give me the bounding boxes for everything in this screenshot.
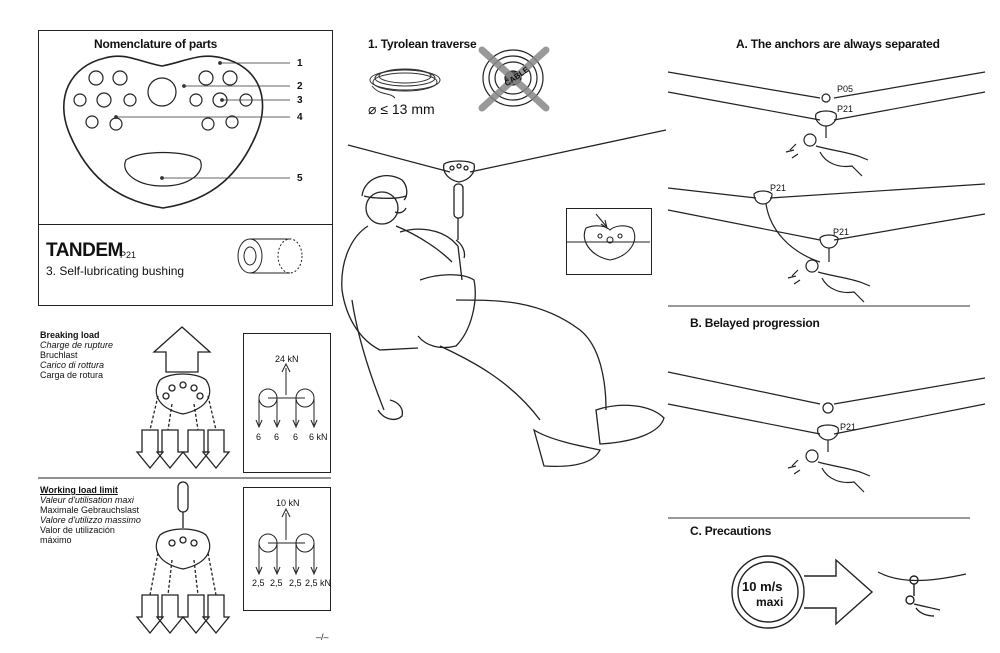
rope-diameter: ⌀ ≤ 13 mm	[368, 101, 435, 117]
part-number-2: 2	[297, 81, 303, 92]
section-a-title: A. The anchors are always separated	[736, 37, 940, 51]
breaking-load-label: Breaking load	[40, 330, 100, 340]
wll-de: Maximale Gebrauchslast	[40, 505, 140, 515]
breaking-load-es: Carga de rotura	[40, 370, 104, 380]
section-b-label: P21	[840, 422, 857, 432]
part-number-1: 1	[297, 58, 303, 69]
section-c-title: C. Precautions	[690, 524, 772, 538]
section-a-label-p05: P05	[837, 84, 854, 94]
tandem-panel	[38, 223, 333, 306]
section-1-title: 1. Tyrolean traverse	[368, 37, 477, 51]
footer-mark: –/–	[316, 632, 329, 642]
section-a-label-p21-2: P21	[770, 183, 787, 193]
breaking-load-it: Carico di rottura	[40, 360, 105, 370]
wll-strand-3: 2,5	[289, 578, 302, 588]
section-b-title: B. Belayed progression	[690, 316, 820, 330]
speed-limit-value: 10 m/s	[742, 579, 783, 594]
breaking-load-strand-2: 6	[274, 432, 280, 442]
wll-strand-4: 2,5 kN	[305, 578, 332, 588]
part-number-5: 5	[297, 173, 303, 184]
wll-strand-1: 2,5	[252, 578, 265, 588]
wll-es-2: máximo	[40, 535, 72, 545]
section-a-label-p21-1: P21	[837, 104, 854, 114]
product-name: TANDEM	[46, 240, 123, 261]
wll-label: Working load limit	[40, 485, 118, 495]
breaking-load-fr: Charge de rupture	[40, 340, 114, 350]
wll-es: Valor de utilización	[40, 525, 115, 535]
speed-limit-unit: maxi	[756, 595, 784, 609]
wll-fr: Valeur d'utilisation maxi	[40, 495, 134, 505]
wll-it: Valore d'utilizzo massimo	[40, 515, 141, 525]
section-a-label-p21-3: P21	[833, 227, 850, 237]
part-number-3: 3	[297, 95, 303, 106]
nomenclature-title: Nomenclature of parts	[94, 37, 218, 51]
wll-strand-2: 2,5	[270, 578, 283, 588]
breaking-load-de: Bruchlast	[40, 350, 78, 360]
nomenclature-panel	[38, 30, 333, 225]
part-number-4: 4	[297, 112, 303, 123]
breaking-load-total: 24 kN	[275, 354, 299, 364]
breaking-load-diagram-box	[243, 333, 331, 473]
breaking-load-strand-1: 6	[256, 432, 262, 442]
product-model: P21	[120, 250, 137, 260]
wll-total: 10 kN	[276, 498, 300, 508]
bushing-caption: 3. Self-lubricating bushing	[46, 264, 185, 278]
breaking-load-strand-4: 6 kN	[309, 432, 328, 442]
breaking-load-strand-3: 6	[293, 432, 299, 442]
wll-diagram-box	[243, 487, 331, 611]
